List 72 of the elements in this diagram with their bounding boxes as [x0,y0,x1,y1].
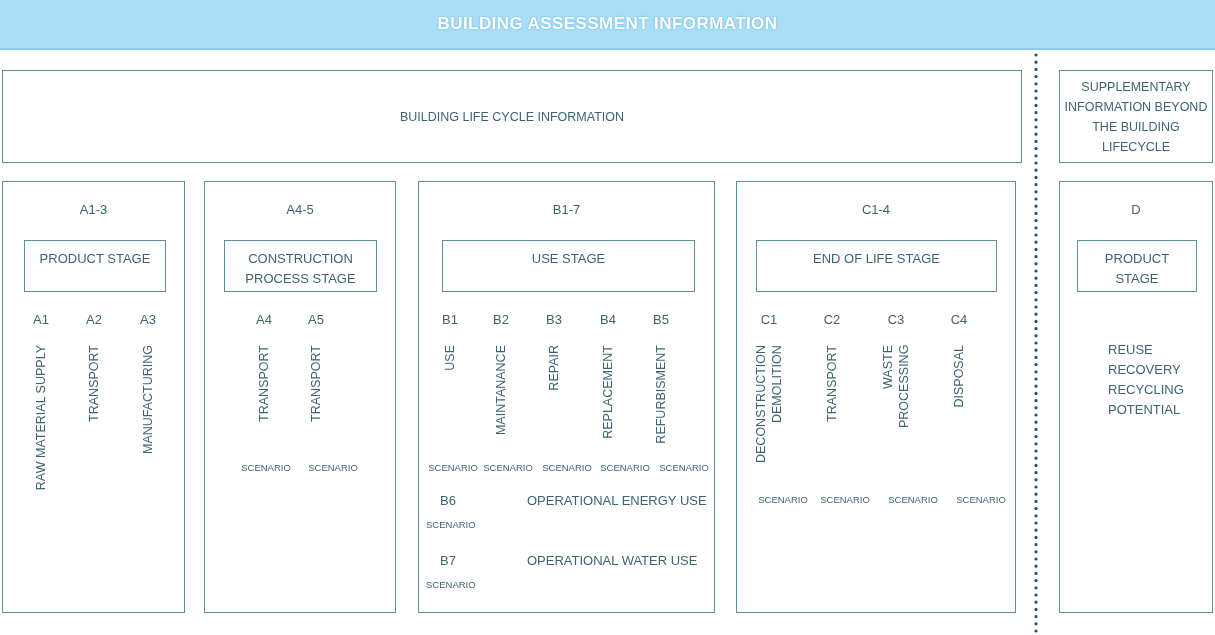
module-code: B2 [493,311,509,329]
scenario-label: SCENARIO [428,461,478,475]
scenario-label: SCENARIO [483,461,533,475]
module-name: REUSE RECOVERY RECYCLING POTENTIAL [1108,341,1184,419]
module-name: REFURBISMENT [653,345,669,444]
scenario-label: SCENARIO [758,493,808,507]
module-panel [418,181,715,613]
module-panel [204,181,396,613]
stage-title: PRODUCT STAGE [39,250,151,268]
module-name: REPLACEMENT [600,345,616,439]
operational-use-label: OPERATIONAL WATER USE [527,552,698,570]
header-banner [0,0,1215,50]
scenario-label: SCENARIO [542,461,592,475]
module-code: C3 [887,311,905,329]
module-code: A1 [33,311,49,329]
module-name: WASTE PROCESSING [880,345,912,431]
operational-use-label: OPERATIONAL ENERGY USE [527,492,707,510]
module-code: A3 [140,311,156,329]
module-code: B3 [546,311,562,329]
module-name: TRANSPORT [86,345,102,422]
module-name: TRANSPORT [308,345,324,422]
stage-box [224,240,377,292]
stage-title: PRODUCT STAGE [1103,250,1171,288]
module-code: B7 [440,552,456,570]
module-panel [1059,181,1213,613]
module-code: C1-4 [860,201,892,219]
section-box [1059,70,1213,163]
module-name: RAW MATERIAL SUPPLY [33,345,49,491]
module-name: MANUFACTURING [140,345,156,455]
section-title: SUPPLEMENTARY INFORMATION BEYOND THE BUILDING LIFECYCLE [1063,78,1209,156]
module-code: B1-7 [551,201,582,219]
stage-box [24,240,166,292]
scenario-label: SCENARIO [241,461,291,475]
scenario-label: SCENARIO [308,461,358,475]
module-code: A2 [86,311,102,329]
module-code: B5 [653,311,669,329]
stage-box [756,240,997,292]
banner-title: BUILDING ASSESSMENT INFORMATION [437,13,778,36]
module-code: D [1130,201,1142,219]
module-code: B6 [440,492,456,510]
scenario-label: SCENARIO [426,518,476,532]
scenario-label: SCENARIO [600,461,650,475]
stage-title: CONSTRUCTION PROCESS STAGE [244,250,357,288]
module-name: DISPOSAL [951,345,967,408]
module-code: C2 [823,311,841,329]
module-name: DECONSTRUCTION DEMOLITION [753,345,785,466]
stage-title: END OF LIFE STAGE [813,250,940,268]
module-code: A1-3 [78,201,109,219]
module-code: A4-5 [285,201,315,219]
section-box [2,70,1022,163]
section-title: BUILDING LIFE CYCLE INFORMATION [399,108,625,126]
scenario-label: SCENARIO [956,493,1006,507]
scenario-label: SCENARIO [426,578,476,592]
scenario-label: SCENARIO [888,493,938,507]
module-name: USE [442,345,458,371]
module-panel [2,181,185,613]
module-name: TRANSPORT [256,345,272,422]
stage-box [1077,240,1197,292]
stage-box [442,240,695,292]
module-name: TRANSPORT [824,345,840,422]
module-name: REPAIR [546,345,562,391]
scenario-label: SCENARIO [659,461,709,475]
module-code: C1 [760,311,778,329]
scenario-label: SCENARIO [820,493,870,507]
module-name: MAINTANANCE [493,345,509,436]
module-code: A5 [308,311,324,329]
stage-title: USE STAGE [531,250,606,268]
module-code: A4 [256,311,272,329]
module-panel [736,181,1016,613]
module-code: B4 [600,311,616,329]
module-code: B1 [442,311,458,329]
module-code: C4 [950,311,968,329]
